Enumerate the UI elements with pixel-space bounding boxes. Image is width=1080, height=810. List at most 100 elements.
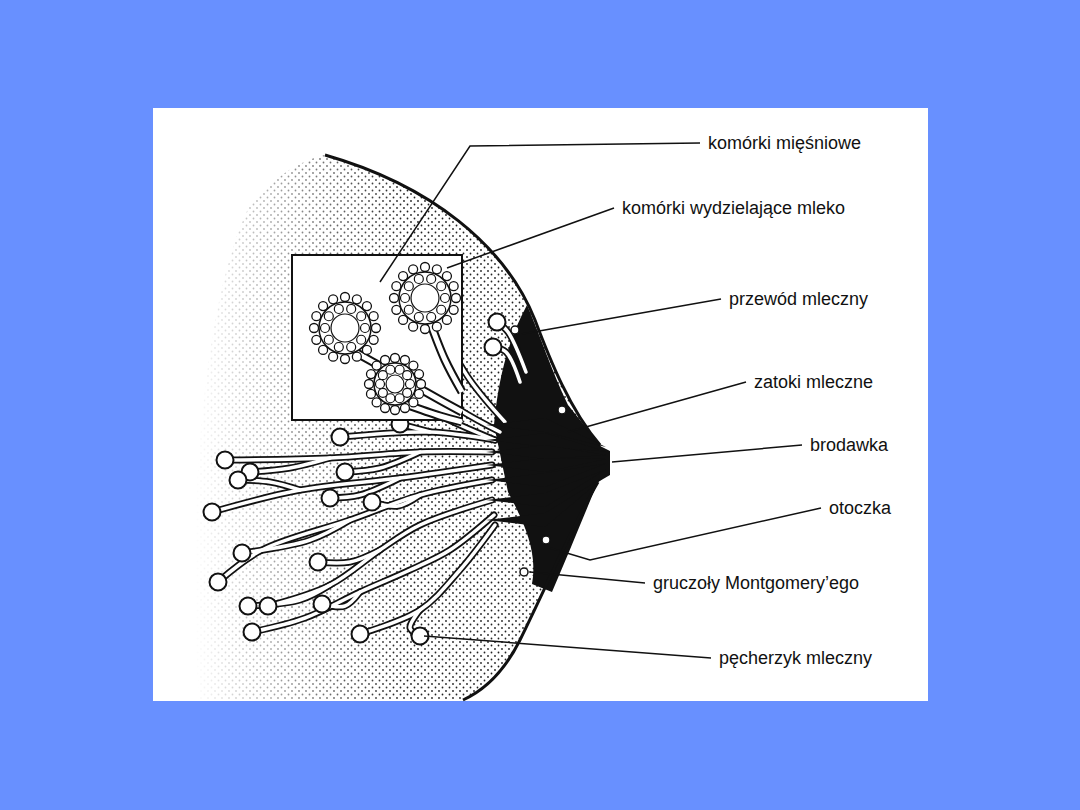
duct-outline — [268, 500, 492, 606]
secretory-cell — [376, 380, 385, 389]
leader-line — [424, 636, 711, 658]
alveolar-cluster — [390, 263, 461, 334]
muscle-cell — [352, 352, 361, 361]
muscle-cell — [381, 355, 390, 364]
montgomery-glands — [511, 326, 566, 576]
montgomery-gland — [542, 536, 550, 544]
part-label: zatoki mleczne — [752, 371, 875, 393]
milk-sinus — [486, 476, 606, 528]
secretory-cell — [324, 335, 333, 344]
muscle-cell — [452, 294, 461, 303]
secretory-cell — [321, 324, 330, 333]
part-label: komórki wydzielające mleko — [620, 197, 847, 219]
secretory-cell — [406, 380, 415, 389]
secretory-cell — [427, 274, 436, 283]
alveolus — [310, 554, 327, 571]
muscle-cell — [392, 305, 401, 314]
secretory-cell — [404, 282, 413, 291]
duct-outline — [360, 525, 495, 634]
secretory-cell — [401, 294, 410, 303]
montgomery-gland — [558, 406, 566, 414]
muscle-cell — [415, 389, 424, 398]
secretory-cell — [357, 312, 366, 321]
alveolus-wall — [399, 272, 451, 324]
leader-line — [447, 208, 614, 268]
alveolus — [352, 626, 369, 643]
alveolus — [230, 472, 247, 489]
alveolus-lumen — [411, 284, 439, 312]
secretory-cell — [347, 304, 356, 313]
muscle-cell — [409, 322, 418, 331]
duct-lumen — [330, 478, 400, 498]
montgomery-gland — [520, 568, 528, 576]
secretory-cell — [334, 343, 343, 352]
alveolus — [204, 504, 221, 521]
muscle-cell — [366, 370, 375, 379]
muscle-cell — [391, 406, 400, 415]
leader-line — [612, 445, 802, 462]
part-label: komórki mięśniowe — [706, 132, 863, 154]
secretory-cell — [414, 313, 423, 322]
muscle-cell — [312, 335, 321, 344]
alveolus — [322, 490, 339, 507]
secretory-cell — [437, 282, 446, 291]
muscle-cell — [432, 322, 441, 331]
muscle-cell — [449, 282, 458, 291]
duct-outline — [430, 322, 462, 392]
alveolus — [337, 464, 354, 481]
duct-lumen — [242, 520, 350, 553]
alveolus — [364, 494, 381, 511]
muscle-cell — [329, 295, 338, 304]
secretory-cell — [361, 324, 370, 333]
muscle-cell — [421, 263, 430, 272]
muscle-cell — [415, 370, 424, 379]
secretory-cell — [414, 274, 423, 283]
part-label: gruczoły Montgomery’ego — [651, 572, 861, 594]
secretory-cell — [404, 305, 413, 314]
duct-lumen — [360, 525, 495, 634]
part-label: brodawka — [808, 434, 890, 456]
alveolus-lumen — [386, 375, 404, 393]
leader-line — [550, 508, 821, 560]
leader-line — [522, 299, 721, 334]
muscle-cell — [381, 404, 390, 413]
muscle-cell — [449, 305, 458, 314]
leader-line — [568, 382, 746, 432]
secretory-cell — [395, 394, 404, 403]
alveolus — [489, 314, 506, 331]
alveolus — [314, 596, 331, 613]
muscle-cell — [392, 282, 401, 291]
alveolar-cluster — [365, 354, 426, 415]
secretory-cell — [386, 365, 395, 374]
duct-lumen — [345, 452, 420, 472]
white-panel — [153, 108, 928, 701]
muscle-cell — [365, 380, 374, 389]
duct-outline — [225, 452, 492, 460]
alveolus — [260, 598, 277, 615]
milk-sinuses — [486, 418, 606, 527]
duct-lumen — [430, 322, 462, 392]
muscle-cell — [341, 355, 350, 364]
secretory-cell — [324, 312, 333, 321]
muscle-cell — [366, 389, 375, 398]
muscle-cell — [329, 352, 338, 361]
alveolus — [217, 452, 234, 469]
inset-box — [292, 255, 462, 422]
muscle-cell — [310, 324, 319, 333]
montgomery-gland — [511, 326, 519, 334]
muscle-cell — [400, 404, 409, 413]
muscle-cell — [409, 265, 418, 274]
alveolus — [234, 545, 251, 562]
muscle-cell — [372, 324, 381, 333]
muscle-cell — [369, 335, 378, 344]
part-label: przewód mleczny — [727, 288, 870, 310]
secretory-cell — [357, 335, 366, 344]
secretory-cell — [347, 343, 356, 352]
muscle-cell — [312, 312, 321, 321]
milk-sinus — [486, 464, 606, 488]
muscle-cell — [432, 265, 441, 274]
muscle-cell — [369, 312, 378, 321]
leader-line — [530, 572, 645, 583]
alveolus — [240, 598, 257, 615]
